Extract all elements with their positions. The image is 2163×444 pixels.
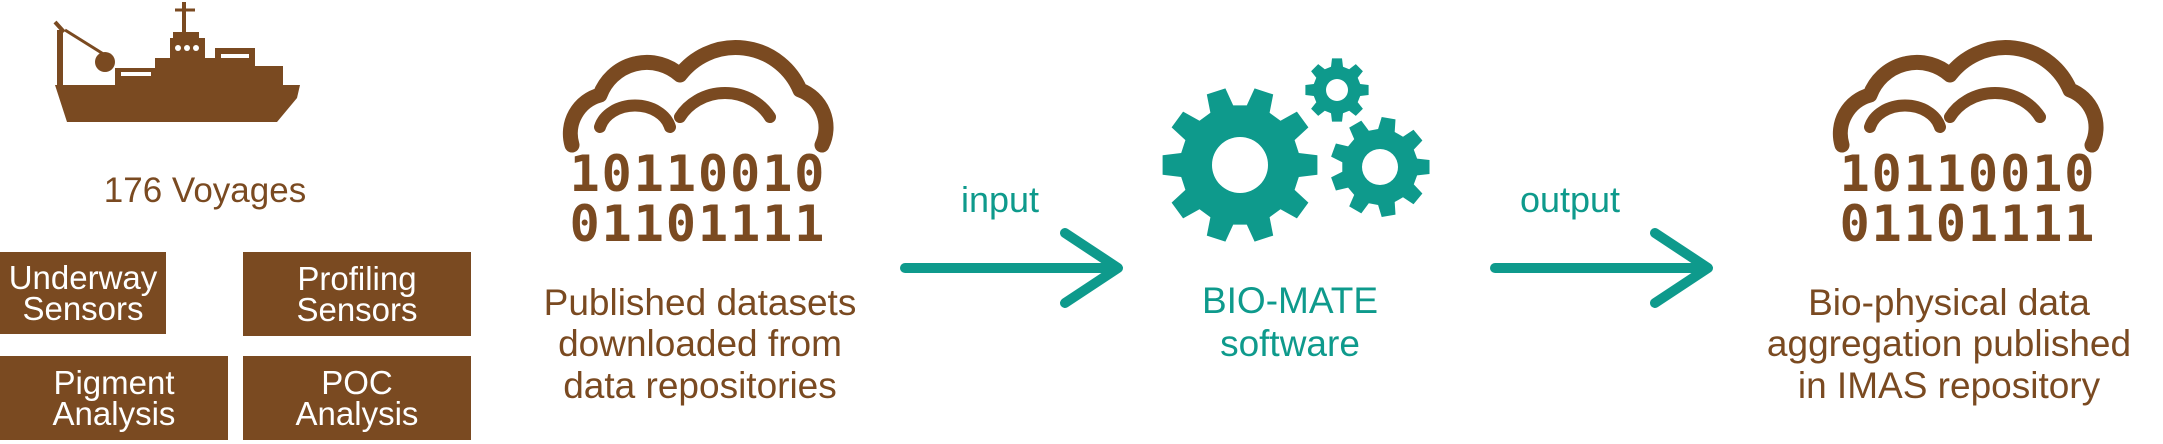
input-label: input [960,179,1040,220]
output-label: output [1519,179,1621,220]
source-binary-top: 10110010 [569,145,827,203]
profiling-sensors-box: Profiling Sensors [243,252,471,336]
result-cloud-icon [1832,40,2104,153]
medium-gear-icon-hole [1362,149,1398,185]
source-binary-bottom: 01101111 [569,195,827,253]
ship-icon [53,2,300,122]
pigment-analysis-label: Pigment Analysis [52,363,176,432]
underway-sensors-box: Underway Sensors [0,252,166,334]
large-gear-icon-hole [1212,137,1268,193]
source-cloud-icon [562,40,834,153]
software-caption: BIO-MATE software [1201,280,1379,364]
poc-analysis-label: POC Analysis [295,363,419,432]
poc-analysis-box: POC Analysis [243,356,471,440]
result-binary-bottom: 01101111 [1839,195,2097,253]
profiling-sensors-label: Profiling Sensors [296,259,418,328]
underway-sensors-label: Underway Sensors [8,258,158,327]
small-gear-icon-hole [1326,79,1348,101]
result-caption: Bio-physical data aggregation published … [1766,282,2132,406]
pigment-analysis-box: Pigment Analysis [0,356,228,440]
result-binary-top: 10110010 [1839,145,2097,203]
output-arrow-icon [1490,228,1713,308]
gears-icon [1162,58,1430,242]
source-caption: Published datasets downloaded from data … [543,282,857,406]
input-arrow-icon [900,228,1123,308]
voyages-label: 176 Voyages [103,171,307,210]
